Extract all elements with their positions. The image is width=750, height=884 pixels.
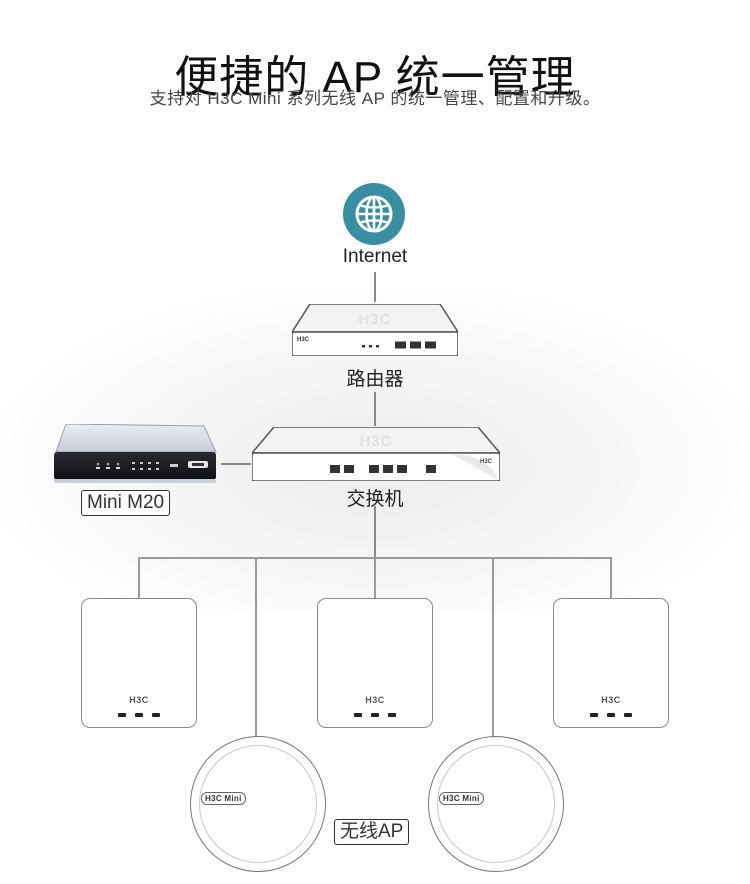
led-indicator	[590, 713, 598, 717]
wall-ap-3: H3C	[553, 598, 669, 728]
wall-ap-leds	[82, 713, 196, 717]
drop-ap-ceiling-1	[255, 557, 257, 737]
svg-text:H3C: H3C	[480, 459, 493, 465]
wall-ap-leds	[318, 713, 432, 717]
led-indicator	[371, 713, 379, 717]
wall-ap-1: H3C	[81, 598, 197, 728]
internet-router-link	[374, 272, 376, 302]
wall-ap-2: H3C	[317, 598, 433, 728]
ceiling-ap-2: H3C Mini	[428, 736, 564, 872]
svg-text:H3C: H3C	[297, 337, 310, 343]
led-indicator	[624, 713, 632, 717]
svg-text:H3C: H3C	[358, 311, 391, 328]
led-indicator	[152, 713, 160, 717]
internet-label: Internet	[342, 246, 408, 267]
led-indicator	[388, 713, 396, 717]
globe-icon	[343, 183, 405, 245]
mini-m20-label: Mini M20	[81, 490, 171, 516]
drop-ap-wall-2	[374, 557, 376, 599]
led-indicator	[354, 713, 362, 717]
page-subtitle: 支持对 H3C Mini 系列无线 AP 的统一管理、配置和升级。	[149, 89, 601, 108]
switch-device: H3C H3C	[252, 427, 500, 481]
wall-ap-leds	[554, 713, 668, 717]
mini-m20-device	[54, 424, 217, 483]
ceiling-ap-ring	[199, 745, 317, 863]
drop-ap-wall-3	[610, 557, 612, 599]
wall-ap-brand: H3C	[601, 695, 621, 705]
router-label: 路由器	[346, 369, 404, 390]
drop-ap-wall-1	[138, 557, 140, 599]
router-device: H3C H3C	[292, 304, 458, 356]
page-title: 便捷的 AP 统一管理	[174, 53, 576, 103]
ceiling-ap-1: H3C Mini	[190, 736, 326, 872]
led-indicator	[607, 713, 615, 717]
ceiling-ap-brand: H3C Mini	[439, 792, 484, 805]
miniM20-switch-link	[221, 463, 251, 465]
led-indicator	[135, 713, 143, 717]
svg-text:H3C: H3C	[359, 433, 392, 450]
switch-trunk-link	[374, 506, 376, 558]
ceiling-ap-brand: H3C Mini	[201, 792, 246, 805]
wall-ap-brand: H3C	[129, 695, 149, 705]
drop-ap-ceiling-2	[492, 557, 494, 737]
wireless-ap-label: 无线AP	[334, 819, 410, 845]
switch-label: 交换机	[346, 489, 404, 510]
ceiling-ap-ring	[437, 745, 555, 863]
led-indicator	[118, 713, 126, 717]
router-switch-link	[374, 392, 376, 426]
wall-ap-brand: H3C	[365, 695, 385, 705]
